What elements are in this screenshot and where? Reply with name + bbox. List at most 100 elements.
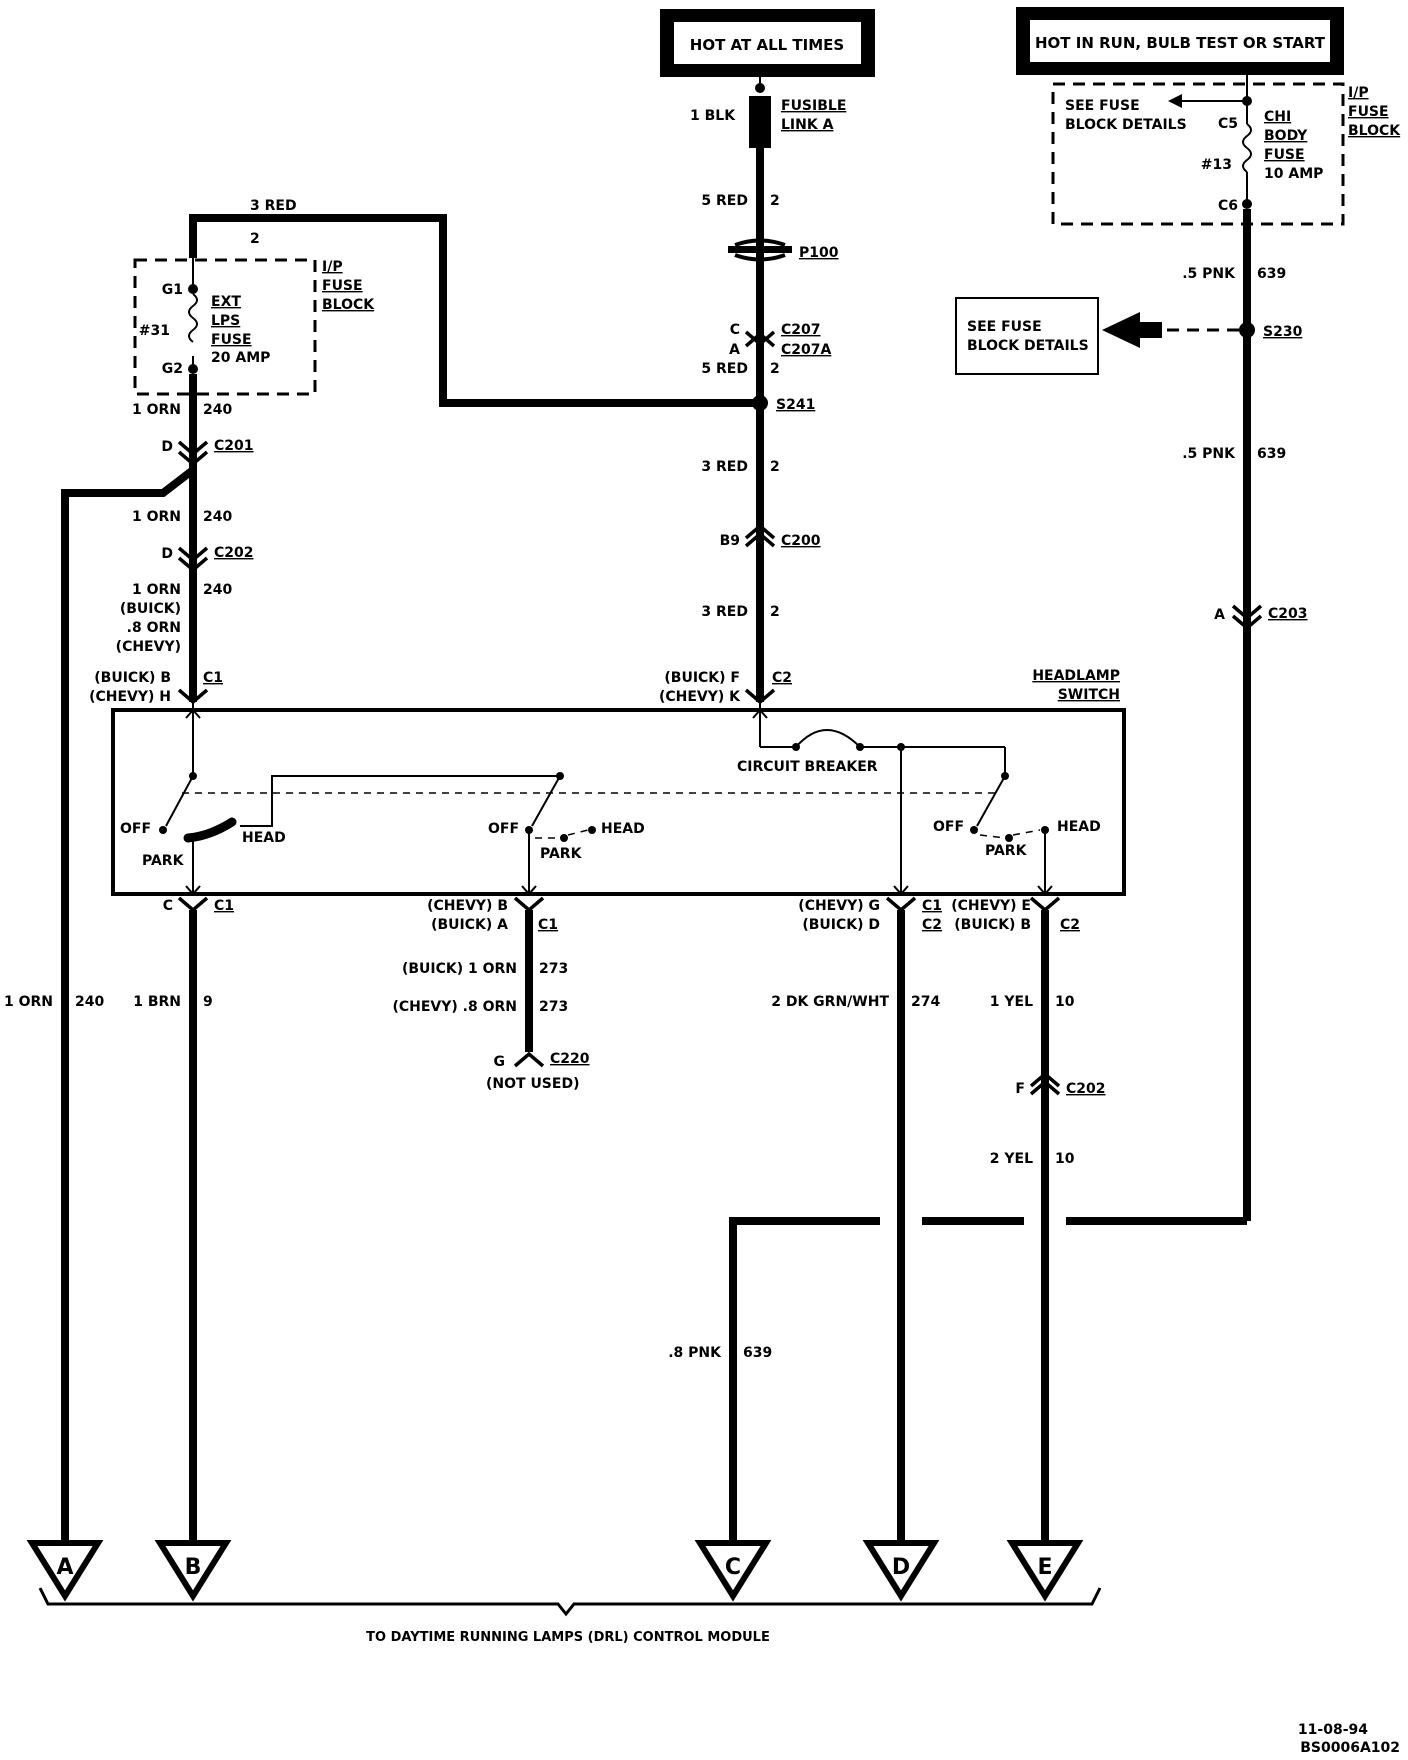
grn-num: 274 [911, 994, 940, 1010]
red3a-gauge: 3 RED [701, 459, 748, 475]
c207a-connector [744, 331, 776, 348]
switch1-park: PARK [142, 853, 185, 869]
terminal-b: B [154, 1540, 232, 1602]
left-fuse-name-2: LPS [211, 313, 240, 329]
s230-label: S230 [1263, 324, 1303, 340]
left-fuse-name-1: EXT [211, 294, 241, 310]
c202-pin: D [161, 546, 173, 562]
yel2-num: 10 [1055, 1151, 1075, 1167]
c202-connector [177, 546, 209, 563]
orn08-note: .8 ORN [127, 620, 181, 636]
right-fuse-rating: 10 AMP [1264, 166, 1323, 182]
c203-label: C203 [1268, 606, 1308, 622]
left-fuse-rating: 20 AMP [211, 350, 270, 366]
c1-bottom-1 [177, 896, 209, 913]
orn273-buick: (BUICK) 1 ORN [402, 961, 517, 977]
right-fuse-block-title-2: FUSE [1348, 104, 1389, 120]
bot4-conn: C2 [1060, 917, 1080, 933]
bot2-buick: (BUICK) A [431, 917, 508, 933]
c220-label: C220 [550, 1051, 590, 1067]
terminal-c-label: C [725, 1555, 741, 1580]
bot1-pin: C [163, 898, 173, 914]
ext-lps-fuse-symbol [188, 293, 198, 343]
pnk08-num: 639 [743, 1345, 772, 1361]
c2-bottom-4 [1029, 896, 1061, 913]
terminal-e-label: E [1037, 1555, 1052, 1580]
fusible-link-label-1: FUSIBLE [781, 98, 846, 114]
center-feed-wire [749, 77, 771, 702]
left-fuse-block-title-1: I/P [322, 259, 343, 275]
bot3-chevy: (CHEVY) G [798, 898, 880, 914]
bot2-conn: C1 [538, 917, 558, 933]
top-red-num: 2 [250, 231, 260, 247]
grn-gauge: 2 DK GRN/WHT [771, 994, 889, 1010]
hot-in-run-box: HOT IN RUN, BULB TEST OR START [1016, 7, 1344, 75]
bot4-buick: (BUICK) B [954, 917, 1031, 933]
bot3-conn1: C1 [922, 898, 942, 914]
yel1-gauge: 1 YEL [990, 994, 1033, 1010]
switch3-park: PARK [985, 843, 1028, 859]
right-fuse-name-2: BODY [1264, 128, 1308, 144]
left-fuse-block-title-3: BLOCK [322, 297, 375, 313]
see-fuse-arrow [1102, 312, 1140, 348]
right-fuse-pin-bottom: C6 [1218, 198, 1238, 214]
terminal-d: D [862, 1540, 940, 1602]
top-red-label: 3 RED [250, 198, 297, 214]
left-fuse-num: #31 [139, 323, 170, 339]
orn240c-gauge: 1 ORN [132, 582, 181, 598]
top-left-conn: C1 [203, 670, 223, 686]
p100-label: P100 [799, 245, 839, 261]
red3b-gauge: 3 RED [701, 604, 748, 620]
right-fuse-pin-top: C5 [1218, 116, 1238, 132]
top-mid-conn: C2 [772, 670, 792, 686]
left-fuse-name-3: FUSE [211, 332, 252, 348]
s241-label: S241 [776, 397, 815, 413]
orn273-chevy: (CHEVY) .8 ORN [392, 999, 517, 1015]
c203-connector [1231, 604, 1263, 621]
headlamp-switch [111, 702, 1126, 896]
bot4-chevy: (CHEVY) E [951, 898, 1031, 914]
top-mid-chevy: (CHEVY) K [659, 689, 741, 705]
red3b-num: 2 [770, 604, 780, 620]
fusible-link-wire-label: 1 BLK [690, 108, 736, 124]
top-red-loop-wire [189, 214, 760, 407]
orn273-num-b: 273 [539, 999, 568, 1015]
hot-in-run-label: HOT IN RUN, BULB TEST OR START [1035, 34, 1326, 52]
c220-connector [513, 1051, 545, 1068]
see-fuse-box-1: SEE FUSE [967, 319, 1042, 335]
c220-not-used: (NOT USED) [486, 1076, 579, 1092]
right-fuse-block-title-3: BLOCK [1348, 123, 1401, 139]
pnk-b-gauge: .5 PNK [1182, 446, 1236, 462]
c200-connector [744, 531, 776, 548]
footer-date: 11-08-94 [1298, 1722, 1368, 1738]
c200-pin: B9 [720, 533, 740, 549]
red5a-gauge: 5 RED [701, 193, 748, 209]
pnk-b-num: 639 [1257, 446, 1286, 462]
pnk-a-num: 639 [1257, 266, 1286, 282]
fusible-link-element [749, 96, 771, 148]
c201-connector [177, 440, 209, 457]
pnk08-gauge: .8 PNK [668, 1345, 722, 1361]
right-fuse-block [1051, 75, 1345, 226]
buick-note: (BUICK) [120, 601, 181, 617]
right-fuse-name-3: FUSE [1264, 147, 1305, 163]
yel2-gauge: 2 YEL [990, 1151, 1033, 1167]
right-fuse-name-1: CHI [1264, 109, 1291, 125]
c202f-connector [1029, 1079, 1061, 1096]
hot-at-all-times-box: HOT AT ALL TIMES [660, 9, 875, 77]
c201-label: C201 [214, 438, 254, 454]
c1-bottom-2 [513, 896, 545, 913]
orn-left-num: 240 [75, 994, 104, 1010]
c1-c2-bottom-3 [885, 896, 917, 913]
switch3-off: OFF [933, 819, 964, 835]
fusible-link-label-2: LINK A [781, 117, 834, 133]
terminal-d-label: D [892, 1555, 910, 1580]
right-fuse-num: #13 [1201, 157, 1232, 173]
switch2-head: HEAD [601, 821, 645, 837]
bot3-conn2: C2 [922, 917, 942, 933]
c202f-label: C202 [1066, 1081, 1106, 1097]
see-details-arrow-small [1168, 94, 1182, 108]
orn-left-gauge: 1 ORN [4, 994, 53, 1010]
top-mid-buick: (BUICK) F [664, 670, 740, 686]
